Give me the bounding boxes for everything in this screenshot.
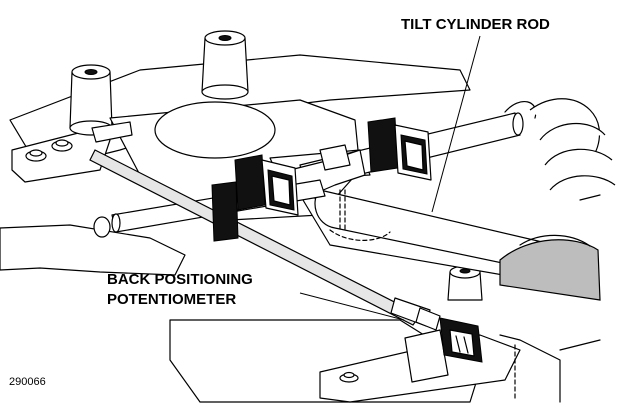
clamp-left-bracket bbox=[91, 121, 133, 143]
left-mount-bracket bbox=[11, 129, 111, 183]
mount-post-left bbox=[69, 64, 113, 136]
label-back-positioning-line1: BACK POSITIONING bbox=[107, 271, 253, 288]
tilt-cylinder bbox=[299, 189, 601, 301]
label-tilt-cylinder-rod: TILT CYLINDER ROD bbox=[401, 16, 550, 33]
clamp-left bbox=[211, 154, 299, 242]
leader-tilt-cylinder-rod bbox=[431, 35, 481, 213]
label-back-positioning-line2: POTENTIOMETER bbox=[107, 291, 237, 308]
clamp-right bbox=[367, 117, 432, 181]
return-spring bbox=[504, 98, 616, 201]
mount-post-center bbox=[201, 30, 249, 100]
mount-post-right bbox=[447, 265, 483, 301]
potentiometer-link bbox=[89, 149, 441, 331]
figure-number: 290066 bbox=[9, 376, 46, 388]
hidden-lines bbox=[329, 189, 516, 401]
leader-back-positioning-potentiometer bbox=[299, 292, 405, 321]
back-positioning-potentiometer bbox=[339, 317, 483, 383]
